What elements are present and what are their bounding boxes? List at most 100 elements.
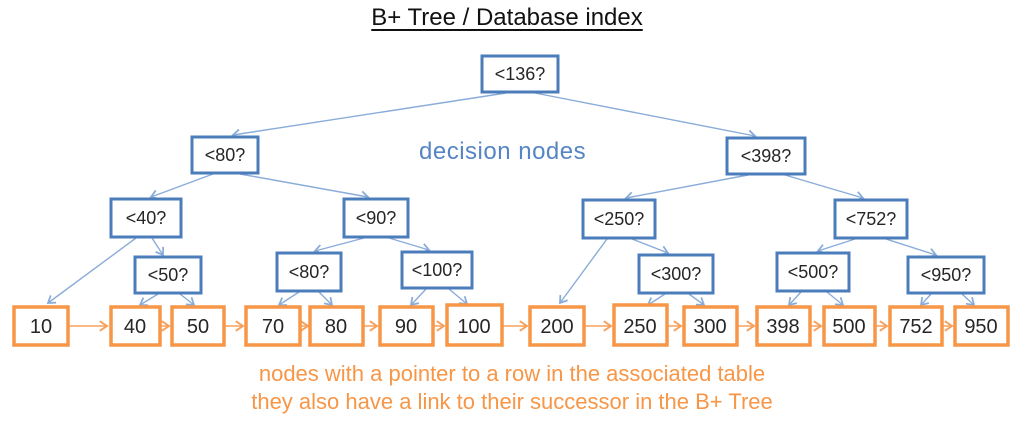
- leaf-caption-line1: nodes with a pointer to a row in the ass…: [258, 361, 766, 386]
- leaf-node-label: 10: [30, 316, 52, 338]
- leaf-node-label: 752: [899, 316, 932, 338]
- leaf-node-box: [682, 305, 739, 347]
- leaf-node-label: 500: [832, 316, 865, 338]
- edge-500-to-leaf398: [787, 291, 802, 307]
- leaf-node-box: [244, 305, 302, 347]
- leaf-node-box: [378, 305, 435, 347]
- leaf-node-label: 40: [124, 316, 146, 338]
- decision-node-label: <752?: [846, 209, 897, 229]
- edge-50-to-leaf40: [138, 293, 159, 307]
- decision-node-label: <40?: [126, 208, 167, 228]
- leaf-node-box: [170, 305, 226, 347]
- leaf-node-300: 300: [682, 305, 739, 347]
- edge-300-to-leaf250: [646, 293, 666, 307]
- leaf-node-10: 10: [12, 305, 70, 347]
- leaf-node-70: 70: [244, 305, 302, 347]
- decision-node-752: <752?: [833, 198, 909, 240]
- decision-node-label: <80?: [205, 145, 246, 165]
- edge-752-to-950: [885, 238, 938, 259]
- edge-950-to-leaf752: [919, 293, 932, 307]
- leaf-node-label: 100: [457, 316, 490, 338]
- leaf-node-200: 200: [528, 305, 586, 347]
- leaf-node-40: 40: [109, 305, 162, 347]
- edge-80b-to-leaf70: [277, 291, 300, 306]
- decision-node-label: <250?: [594, 209, 645, 229]
- leaf-node-label: 398: [766, 316, 799, 338]
- leaf-node-50: 50: [170, 305, 226, 347]
- edge-300-to-leaf300: [688, 293, 706, 306]
- edge-250-to-leaf200: [559, 238, 608, 305]
- decision-node-box: [725, 136, 807, 176]
- decision-node-90: <90?: [342, 197, 410, 239]
- decision-node-label: <300?: [651, 264, 702, 284]
- leaf-node-label: 80: [325, 316, 347, 338]
- decision-node-box: [637, 253, 715, 295]
- decision-node-box: [342, 197, 410, 239]
- leaf-node-100: 100: [445, 303, 504, 347]
- leaf-node-box: [612, 303, 669, 347]
- decision-node-80: <80?: [190, 135, 260, 175]
- edge-500-to-leaf500: [826, 291, 845, 307]
- decision-node-label: <90?: [356, 208, 397, 228]
- edge-80-to-40: [149, 173, 214, 200]
- decision-node-box: [190, 135, 260, 175]
- decision-node-box: [906, 255, 986, 295]
- decision-node-500: <500?: [775, 251, 851, 293]
- leaf-node-box: [109, 305, 162, 347]
- leaf-node-label: 950: [964, 316, 997, 338]
- edge-100-to-leaf90: [409, 288, 427, 307]
- decision-node-398: <398?: [725, 136, 807, 176]
- leaf-node-label: 200: [540, 316, 573, 338]
- edge-398-to-752: [784, 174, 865, 202]
- decision-node-40: <40?: [109, 197, 183, 239]
- decision-node-box: [109, 197, 183, 239]
- decision-node-box: [133, 255, 203, 295]
- decision-node-box: [480, 54, 560, 94]
- edge-398-to-250: [624, 174, 749, 202]
- leaf-node-90: 90: [378, 305, 435, 347]
- leaf-node-box: [888, 305, 944, 347]
- decision-node-root: <136?: [480, 54, 560, 94]
- decision-node-300: <300?: [637, 253, 715, 295]
- decision-node-label: <500?: [788, 262, 839, 282]
- decision-node-label: <100?: [412, 260, 463, 280]
- edge-90-to-80b: [313, 237, 365, 255]
- leaf-node-label: 90: [395, 316, 417, 338]
- leaf-node-box: [528, 305, 586, 347]
- decision-node-box: [833, 198, 909, 240]
- diagram-title: B+ Tree / Database index: [371, 4, 643, 31]
- edge-950-to-leaf950: [961, 293, 976, 307]
- leaf-node-752: 752: [888, 305, 944, 347]
- edge-40-to-50: [151, 237, 165, 257]
- decision-node-label: <50?: [148, 265, 189, 285]
- leaf-node-box: [755, 305, 812, 347]
- decision-node-label: <136?: [495, 64, 546, 84]
- decision-node-950: <950?: [906, 255, 986, 295]
- leaf-node-398: 398: [755, 305, 812, 347]
- leaf-node-box: [953, 305, 1010, 347]
- decision-node-box: [275, 251, 343, 293]
- edge-root-to-398: [534, 92, 757, 140]
- leaf-node-label: 250: [623, 316, 656, 338]
- leaf-node-label: 50: [187, 316, 209, 338]
- leaf-node-label: 300: [693, 316, 726, 338]
- decision-node-50: <50?: [133, 255, 203, 295]
- edge-752-to-500: [816, 238, 856, 255]
- edge-root-to-80: [231, 92, 507, 140]
- leaf-node-box: [445, 303, 504, 347]
- leaf-node-box: [12, 305, 70, 347]
- leaf-node-500: 500: [822, 305, 877, 347]
- leaf-caption-line2: they also have a link to their successor…: [251, 389, 773, 414]
- decision-node-box: [400, 250, 474, 290]
- leaf-node-250: 250: [612, 303, 669, 347]
- decision-node-100: <100?: [400, 250, 474, 290]
- decision-node-label: <398?: [741, 146, 792, 166]
- decision-node-80b: <80?: [275, 251, 343, 293]
- edge-50-to-leaf50: [179, 293, 196, 306]
- edge-40-to-leaf10: [46, 237, 137, 304]
- decision-node-label: <950?: [921, 265, 972, 285]
- decision-node-box: [775, 251, 851, 293]
- leaf-node-box: [822, 305, 877, 347]
